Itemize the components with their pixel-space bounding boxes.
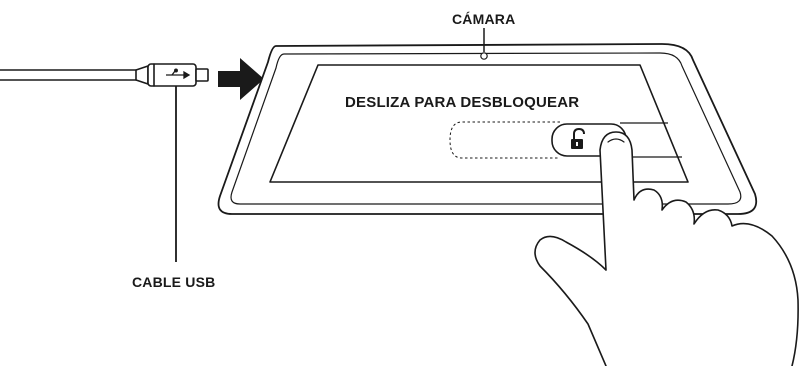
insert-arrow-icon (218, 58, 264, 100)
unlock-instruction-label: DESLIZA PARA DESBLOQUEAR (345, 94, 580, 111)
usb-cable-label: CABLE USB (132, 274, 216, 290)
fingernail (607, 138, 625, 143)
camera-lens (480, 52, 488, 60)
usb-trident-icon (166, 68, 191, 80)
tablet-bezel (230, 52, 742, 205)
slide-track (449, 121, 560, 159)
hand-outline (534, 131, 799, 366)
hand-illustration (534, 131, 799, 366)
unlocked-padlock-icon (571, 127, 585, 149)
tablet (217, 43, 758, 215)
camera-label: CÁMARA (452, 11, 516, 27)
